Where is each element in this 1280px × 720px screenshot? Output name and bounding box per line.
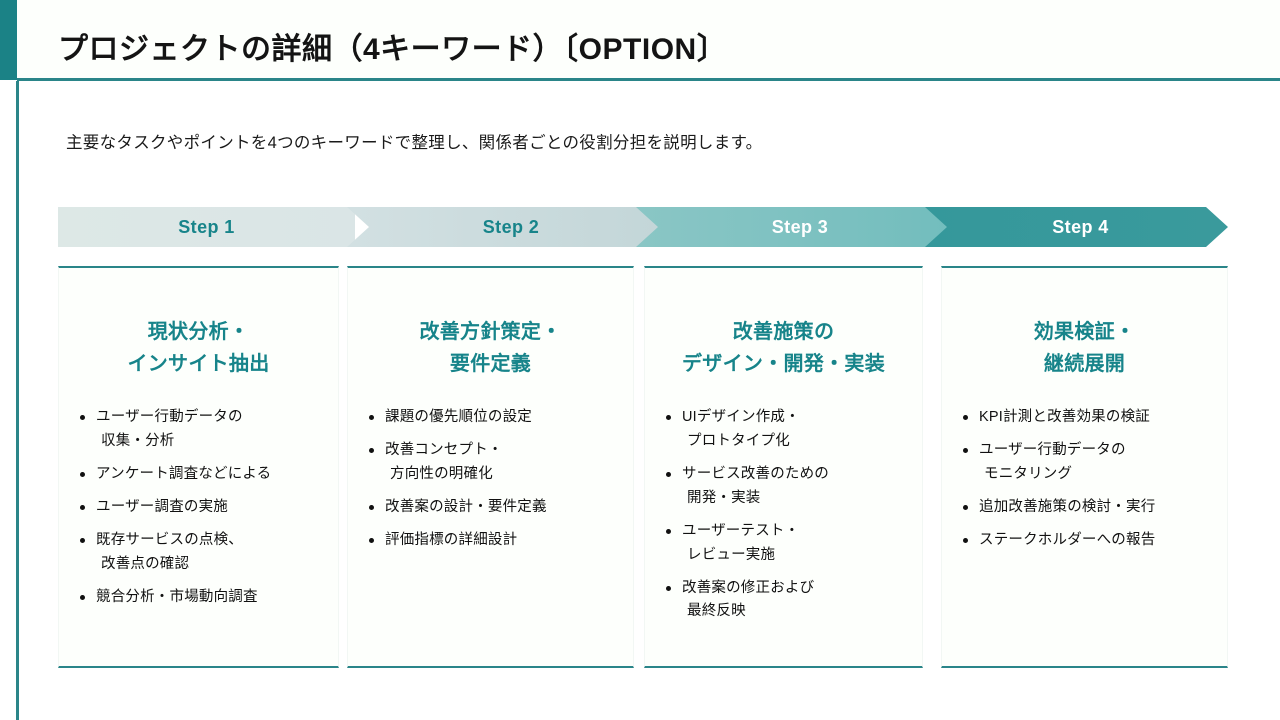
- list-item-line1: ユーザー調査の実施: [96, 498, 229, 515]
- list-item: UIデザイン作成・ プロトタイプ化: [665, 406, 916, 454]
- step-chevron-2-label: Step 2: [482, 216, 540, 237]
- list-item-line2: 開発・実装: [687, 489, 761, 506]
- list-item-line1: 競合分析・市場動向調査: [96, 588, 258, 605]
- list-item: 改善コンセプト・ 方向性の明確化: [368, 439, 627, 487]
- step-chevron-4[interactable]: Step 4: [925, 207, 1228, 247]
- step-card-3-bullet-list: UIデザイン作成・ プロトタイプ化 サービス改善のための 開発・実装 ユーザーテ…: [645, 406, 922, 624]
- steps-chevron-band: Step 1 Step 2 Step 3 Step 4: [58, 207, 1228, 247]
- list-item: サービス改善のための 開発・実装: [665, 463, 916, 511]
- step-card-2-heading-line2: 要件定義: [449, 353, 532, 375]
- list-item-line1: サービス改善のための: [682, 465, 829, 482]
- step-card-4-bullet-list: KPI計測と改善効果の検証 ユーザー行動データの モニタリング 追加改善施策の検…: [942, 406, 1227, 553]
- list-item-line1: KPI計測と改善効果の検証: [979, 409, 1150, 425]
- list-item-line2: レビュー実施: [687, 546, 776, 563]
- list-item-line2: 方向性の明確化: [390, 465, 493, 482]
- step-card-4-heading-line1: 効果検証・: [1033, 321, 1136, 343]
- list-item-line1: アンケート調査などによる: [96, 465, 272, 482]
- list-item: アンケート調査などによる: [79, 463, 332, 487]
- left-side-rail: [16, 81, 19, 720]
- step-card-2-bullet-list: 課題の優先順位の設定 改善コンセプト・ 方向性の明確化 改善案の設計・要件定義 …: [348, 406, 633, 553]
- list-item: ユーザー行動データの モニタリング: [962, 439, 1221, 487]
- list-item: 評価指標の詳細設計: [368, 529, 627, 553]
- list-item: ユーザー行動データの 収集・分析: [79, 406, 332, 454]
- list-item-line2: 最終反映: [687, 603, 746, 620]
- list-item-line2: モニタリング: [984, 465, 1073, 482]
- list-item: KPI計測と改善効果の検証: [962, 406, 1221, 430]
- list-item-line1: ユーザーテスト・: [682, 522, 800, 539]
- list-item-line1: 既存サービスの点検、: [96, 531, 243, 548]
- step-card-2: 改善方針策定・ 要件定義 課題の優先順位の設定 改善コンセプト・ 方向性の明確化…: [347, 266, 634, 668]
- list-item-line1: 改善案の修正および: [682, 579, 815, 596]
- step-chevron-1-label: Step 1: [178, 216, 235, 237]
- list-item-line1: 課題の優先順位の設定: [385, 409, 532, 425]
- step-card-3: 改善施策の デザイン・開発・実装 UIデザイン作成・ プロトタイプ化 サービス改…: [644, 266, 923, 668]
- list-item-line1: 改善案の設計・要件定義: [385, 498, 547, 515]
- list-item-line1: 追加改善施策の検討・実行: [979, 498, 1156, 515]
- step-chevron-2[interactable]: Step 2: [347, 207, 667, 247]
- page-title: プロジェクトの詳細（4キーワード）〔OPTION〕: [58, 33, 728, 66]
- step-card-4-heading: 効果検証・ 継続展開: [942, 316, 1227, 380]
- header-divider-rule: [17, 78, 1280, 81]
- slide-header: プロジェクトの詳細（4キーワード）〔OPTION〕: [0, 0, 1280, 81]
- step-card-1-heading: 現状分析・ インサイト抽出: [59, 316, 338, 380]
- step-chevron-3-label: Step 3: [771, 216, 829, 237]
- step-card-1-heading-line2: インサイト抽出: [127, 353, 270, 375]
- step-chevron-1[interactable]: Step 1: [58, 207, 355, 247]
- step-chevron-3[interactable]: Step 3: [636, 207, 956, 247]
- step-card-1: 現状分析・ インサイト抽出 ユーザー行動データの 収集・分析 アンケート調査など…: [58, 266, 339, 668]
- list-item: 追加改善施策の検討・実行: [962, 496, 1221, 520]
- list-item-line1: ユーザー行動データの: [96, 409, 243, 425]
- list-item-line2: プロトタイプ化: [687, 432, 790, 449]
- list-item: 改善案の設計・要件定義: [368, 496, 627, 520]
- list-item-line1: ステークホルダーへの報告: [979, 531, 1156, 548]
- step-card-4: 効果検証・ 継続展開 KPI計測と改善効果の検証 ユーザー行動データの モニタリ…: [941, 266, 1228, 668]
- list-item-line1: ユーザー行動データの: [979, 441, 1126, 458]
- slide-subtitle: 主要なタスクやポイントを4つのキーワードで整理し、関係者ごとの役割分担を説明しま…: [66, 134, 763, 152]
- list-item: 課題の優先順位の設定: [368, 406, 627, 430]
- list-item-line1: 評価指標の詳細設計: [385, 531, 518, 548]
- list-item-line1: UIデザイン作成・: [682, 409, 800, 425]
- step-card-3-heading: 改善施策の デザイン・開発・実装: [645, 316, 922, 380]
- list-item-line1: 改善コンセプト・: [385, 441, 503, 458]
- list-item: ユーザーテスト・ レビュー実施: [665, 520, 916, 568]
- step-card-4-heading-line2: 継続展開: [1043, 353, 1126, 375]
- step-chevron-4-label: Step 4: [1052, 216, 1109, 237]
- list-item: 既存サービスの点検、 改善点の確認: [79, 529, 332, 577]
- step-card-2-heading: 改善方針策定・ 要件定義: [348, 316, 633, 380]
- list-item: 競合分析・市場動向調査: [79, 586, 332, 610]
- step-card-2-heading-line1: 改善方針策定・: [419, 321, 562, 343]
- list-item-line2: 改善点の確認: [101, 555, 190, 572]
- list-item: 改善案の修正および 最終反映: [665, 577, 916, 625]
- step-card-3-heading-line2: デザイン・開発・実装: [682, 353, 885, 375]
- step-card-1-heading-line1: 現状分析・: [147, 321, 250, 343]
- list-item: ユーザー調査の実施: [79, 496, 332, 520]
- step-cards-row: 現状分析・ インサイト抽出 ユーザー行動データの 収集・分析 アンケート調査など…: [58, 266, 1228, 668]
- step-card-3-heading-line1: 改善施策の: [732, 321, 835, 343]
- list-item: ステークホルダーへの報告: [962, 529, 1221, 553]
- list-item-line2: 収集・分析: [101, 432, 175, 449]
- step-card-1-bullet-list: ユーザー行動データの 収集・分析 アンケート調査などによる ユーザー調査の実施 …: [59, 406, 338, 609]
- header-accent-bar: [0, 0, 17, 80]
